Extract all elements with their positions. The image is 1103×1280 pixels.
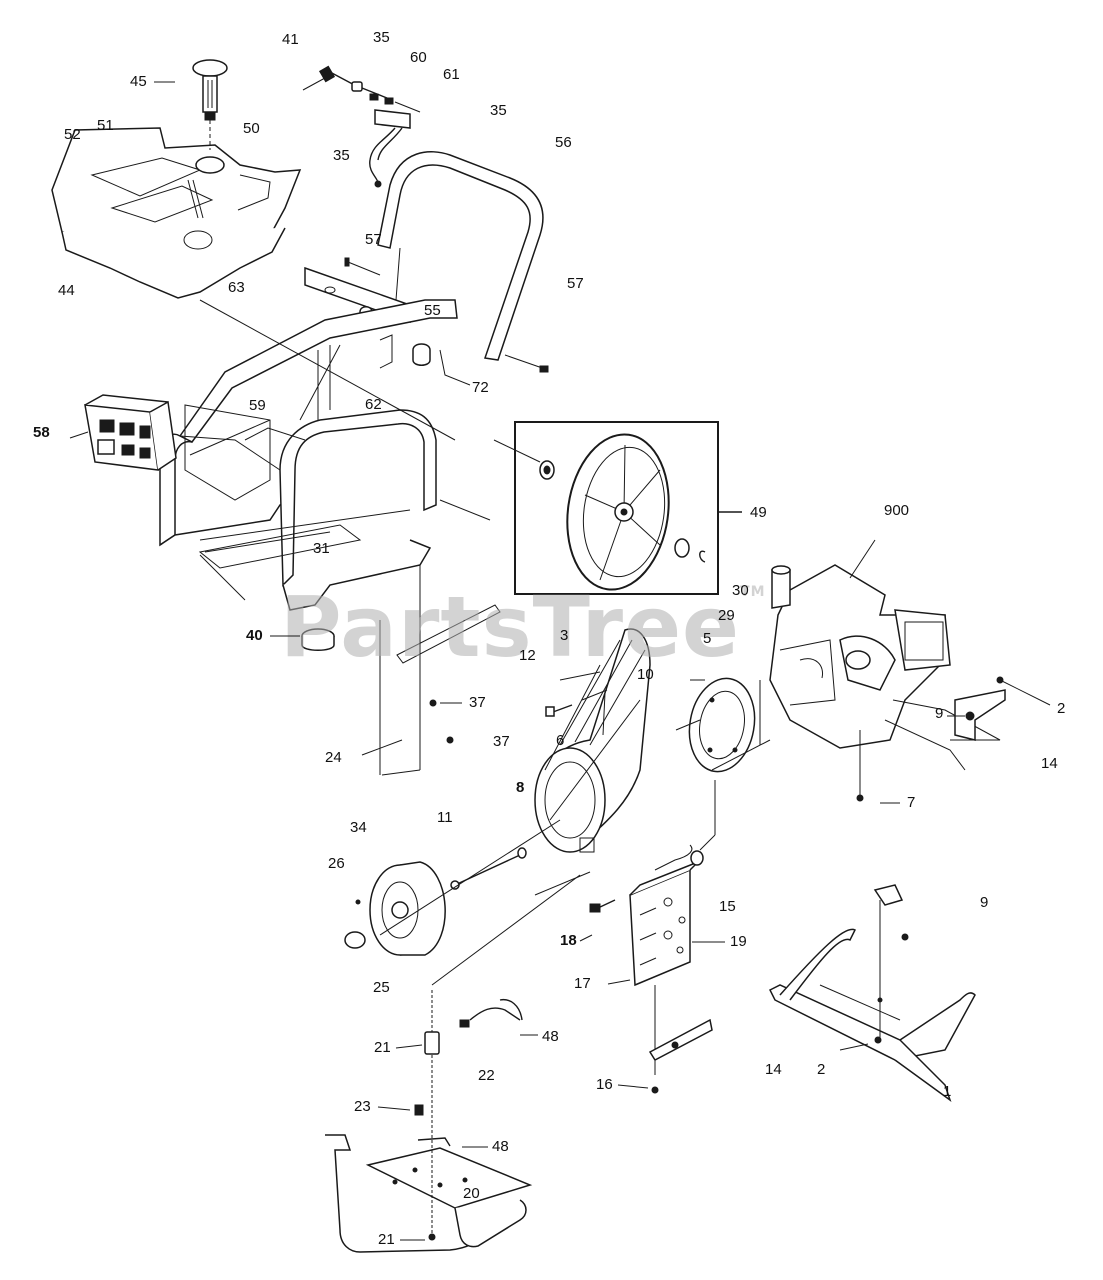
handle — [377, 151, 544, 361]
callout-41: 41 — [282, 31, 299, 48]
callout-35: 35 — [490, 102, 507, 119]
callout-61: 61 — [443, 66, 460, 83]
callout-56: 56 — [555, 134, 572, 151]
callout-1: 1 — [943, 1083, 952, 1100]
callout-31: 31 — [313, 540, 330, 557]
callout-55: 55 — [424, 302, 441, 319]
muffler-bracket — [648, 1018, 713, 1061]
callout-24: 24 — [325, 749, 342, 766]
callout-48: 48 — [492, 1138, 509, 1155]
callout-9: 9 — [980, 894, 989, 911]
callout-49: 49 — [750, 504, 767, 521]
callout-51: 51 — [97, 117, 114, 134]
vibration-mounts — [414, 990, 451, 1241]
callout-26: 26 — [328, 855, 345, 872]
fuel-line-assembly — [302, 65, 421, 188]
callout-25: 25 — [373, 979, 390, 996]
callout-17: 17 — [574, 975, 591, 992]
stator — [534, 628, 651, 853]
callout-29: 29 — [718, 607, 735, 624]
clamp — [459, 998, 523, 1028]
watermark: PartsTreeTM — [280, 578, 766, 676]
callout-58: 58 — [33, 424, 50, 441]
callout-900: 900 — [884, 502, 910, 519]
callout-18: 18 — [560, 932, 577, 949]
callout-14: 14 — [765, 1061, 782, 1078]
callout-20: 20 — [463, 1185, 480, 1202]
callout-59: 59 — [249, 397, 266, 414]
callout-16: 16 — [596, 1076, 613, 1093]
wheel-kit — [493, 421, 742, 595]
callout-12: 12 — [519, 647, 536, 664]
callout-57: 57 — [567, 275, 584, 292]
callout-2: 2 — [817, 1061, 826, 1078]
callout-8: 8 — [516, 779, 525, 796]
callout-63: 63 — [228, 279, 245, 296]
callout-14: 14 — [1041, 755, 1058, 772]
callout-72: 72 — [472, 379, 489, 396]
assembly-lines — [189, 299, 771, 986]
left-base-rail — [325, 1134, 533, 1253]
main-frame — [159, 299, 458, 611]
callout-15: 15 — [719, 898, 736, 915]
callout-57: 57 — [365, 231, 382, 248]
engine-bracket — [947, 676, 1051, 741]
callout-45: 45 — [130, 73, 147, 90]
callout-2: 2 — [1057, 700, 1066, 717]
callout-62: 62 — [365, 396, 382, 413]
control-panel — [84, 394, 177, 471]
callout-19: 19 — [730, 933, 747, 950]
callout-7: 7 — [907, 794, 916, 811]
fuel-gauge — [192, 59, 228, 150]
callout-40: 40 — [246, 627, 263, 644]
callout-11: 11 — [437, 809, 453, 826]
rear-bearing-carrier — [344, 861, 446, 956]
fuel-tank — [51, 127, 302, 299]
callout-5: 5 — [703, 630, 712, 647]
callout-21: 21 — [378, 1231, 395, 1248]
callout-37: 37 — [493, 733, 510, 750]
callout-44: 44 — [58, 282, 75, 299]
callout-22: 22 — [478, 1067, 495, 1084]
callout-10: 10 — [637, 666, 654, 683]
callout-9: 9 — [935, 705, 944, 722]
muffler — [589, 844, 704, 1094]
rubber-foot — [301, 628, 335, 651]
callout-60: 60 — [410, 49, 427, 66]
callout-6: 6 — [556, 732, 565, 749]
callout-23: 23 — [354, 1098, 371, 1115]
adapter-plate — [675, 677, 756, 773]
callout-34: 34 — [350, 819, 367, 836]
right-base-rail — [768, 884, 976, 1102]
bolt-12 — [545, 689, 608, 717]
callout-35: 35 — [333, 147, 350, 164]
callout-30: 30 — [732, 582, 749, 599]
callout-21: 21 — [374, 1039, 391, 1056]
callout-3: 3 — [560, 627, 569, 644]
callout-50: 50 — [243, 120, 260, 137]
callout-37: 37 — [469, 694, 486, 711]
engine — [769, 539, 1001, 802]
callout-48: 48 — [542, 1028, 559, 1045]
callout-35: 35 — [373, 29, 390, 46]
callout-52: 52 — [64, 126, 81, 143]
